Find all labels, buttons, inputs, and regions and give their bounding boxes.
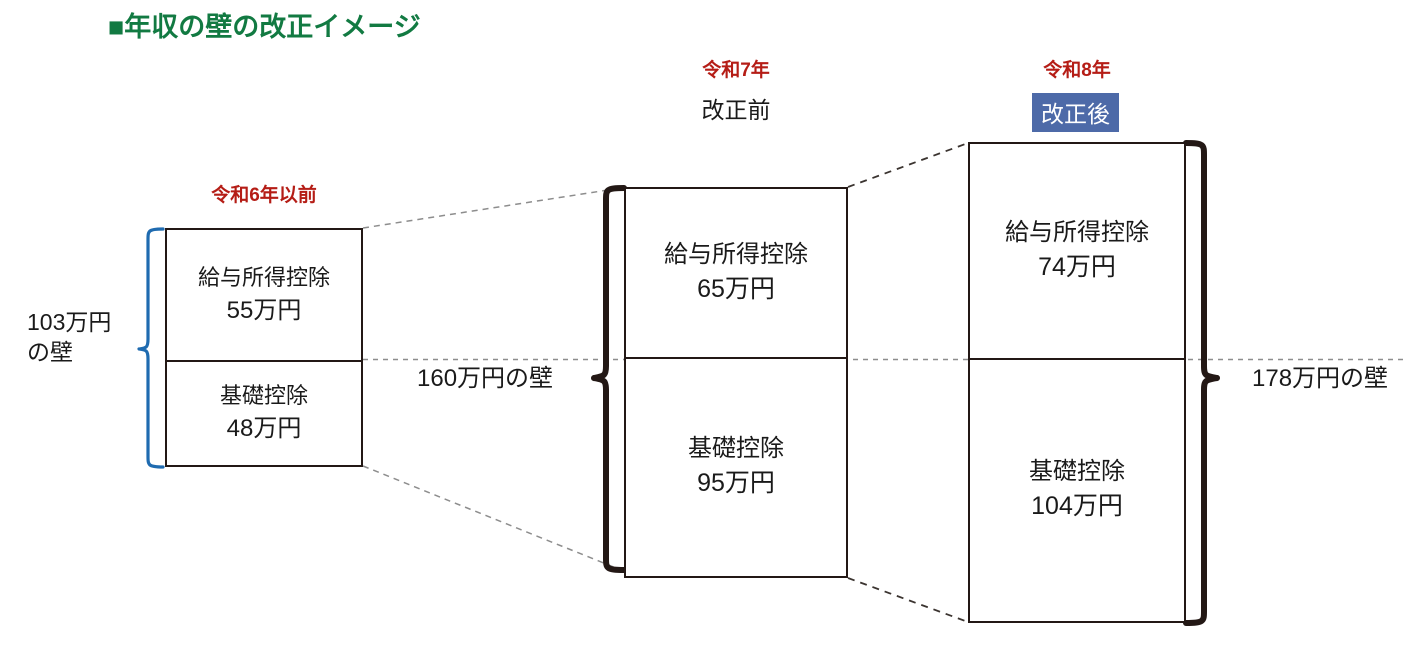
stack-reiwa7: 給与所得控除 65万円 基礎控除 95万円 bbox=[624, 187, 848, 578]
page-title: ■年収の壁の改正イメージ bbox=[108, 12, 421, 42]
era-label-reiwa7: 令和7年 bbox=[702, 60, 770, 81]
connector-bottom-2-3 bbox=[847, 577, 969, 623]
connector-top-1-2 bbox=[362, 187, 622, 229]
connector-bottom-1-2 bbox=[362, 465, 622, 571]
cell-before-salary-deduction: 給与所得控除 55万円 bbox=[167, 230, 361, 362]
cell-label: 基礎控除 bbox=[688, 435, 784, 463]
cell-amount: 74万円 bbox=[1038, 253, 1116, 282]
cell-amount: 48万円 bbox=[226, 414, 302, 442]
wall-label-160: 160万円の壁 bbox=[417, 365, 554, 392]
wall-103-line2: の壁 bbox=[27, 338, 73, 365]
brace-178 bbox=[1183, 140, 1220, 626]
stack-reiwa8: 給与所得控除 74万円 基礎控除 104万円 bbox=[968, 142, 1186, 623]
cell-reiwa8-salary-deduction: 給与所得控除 74万円 bbox=[970, 144, 1184, 360]
stage-label-reiwa8: 改正後 bbox=[1032, 93, 1119, 132]
cell-reiwa8-basic-deduction: 基礎控除 104万円 bbox=[970, 360, 1184, 620]
cell-amount: 55万円 bbox=[226, 296, 302, 324]
cell-label: 給与所得控除 bbox=[197, 265, 330, 291]
cell-label: 給与所得控除 bbox=[1005, 219, 1149, 247]
cell-amount: 65万円 bbox=[697, 275, 775, 304]
connector-top-2-3 bbox=[847, 142, 969, 188]
cell-label: 基礎控除 bbox=[1029, 458, 1125, 486]
cell-amount: 95万円 bbox=[697, 469, 775, 498]
stack-before: 給与所得控除 55万円 基礎控除 48万円 bbox=[165, 228, 363, 467]
cell-before-basic-deduction: 基礎控除 48万円 bbox=[167, 362, 361, 464]
cell-reiwa7-basic-deduction: 基礎控除 95万円 bbox=[626, 359, 846, 575]
brace-160 bbox=[591, 185, 627, 573]
wall-label-103: 103万円 の壁 bbox=[27, 308, 111, 368]
cell-label: 給与所得控除 bbox=[664, 241, 808, 269]
era-label-reiwa8: 令和8年 bbox=[1043, 60, 1111, 81]
cell-reiwa7-salary-deduction: 給与所得控除 65万円 bbox=[626, 189, 846, 359]
wall-103-line1: 103万円 bbox=[27, 309, 112, 335]
cell-amount: 104万円 bbox=[1031, 492, 1123, 521]
cell-label: 基礎控除 bbox=[219, 383, 308, 409]
brace-103 bbox=[137, 227, 165, 469]
wall-label-178: 178万円の壁 bbox=[1252, 365, 1389, 392]
stage-label-reiwa7: 改正前 bbox=[701, 97, 771, 123]
era-label-before: 令和6年以前 bbox=[211, 185, 317, 206]
